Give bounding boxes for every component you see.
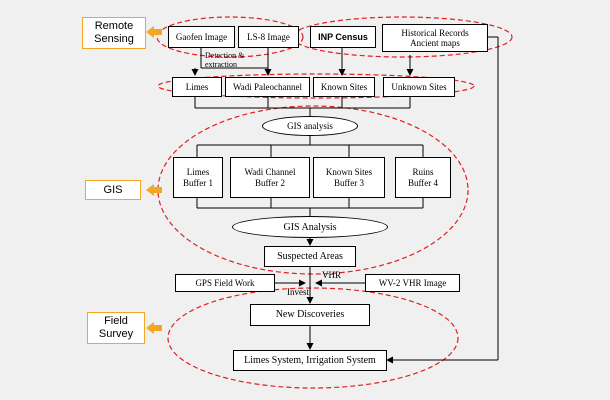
gis-analysis-top-node: GIS analysis [262,116,358,136]
limes-node: Limes [172,77,222,97]
gis-analysis-bottom-node: GIS Analysis [232,216,388,238]
section-arrows [146,26,162,334]
wadi-paleochannel-node: Wadi Paleochannel [225,77,310,97]
new-discoveries-node: New Discoveries [250,304,370,326]
gps-field-work-node: GPS Field Work [175,274,275,292]
wadi-buffer-node: Wadi Channel Buffer 2 [230,157,310,198]
gaofen-image-node: Gaofen Image [168,26,235,48]
suspected-areas-node: Suspected Areas [264,246,356,267]
limes-system-node: Limes System, Irrigation System [233,350,387,371]
inp-census-node: INP Census [310,26,376,48]
remote-sensing-ellipse [156,16,304,58]
invest-note: Invest. [287,287,312,297]
features-ellipse [157,73,475,99]
known-sites-buffer-node: Known Sites Buffer 3 [313,157,385,198]
remote-sensing-label: Remote Sensing [82,17,146,49]
remote-sensing-arrow [146,26,162,38]
unknown-sites-node: Unknown Sites [383,77,455,97]
grouping-ellipses [156,16,513,389]
gis-arrow [146,184,162,196]
field-survey-label: Field Survey [87,312,145,344]
gis-ellipse [157,105,469,275]
records-ellipse [291,16,513,58]
detection-note: Detection & extraction [205,51,245,69]
wv2-vhr-image-node: WV-2 VHR Image [365,274,460,292]
historical-records-node: Historical Records Ancient maps [382,24,488,52]
field-survey-arrow [146,322,162,334]
connectors [191,36,499,364]
limes-buffer-node: Limes Buffer 1 [173,157,223,198]
ls8-image-node: LS-8 Image [238,26,299,48]
known-sites-node: Known Sites [313,77,375,97]
gis-label: GIS [85,180,141,200]
field-survey-ellipse [167,287,459,389]
vhr-note: VHR [322,270,342,280]
ruins-buffer-node: Ruins Buffer 4 [395,157,451,198]
